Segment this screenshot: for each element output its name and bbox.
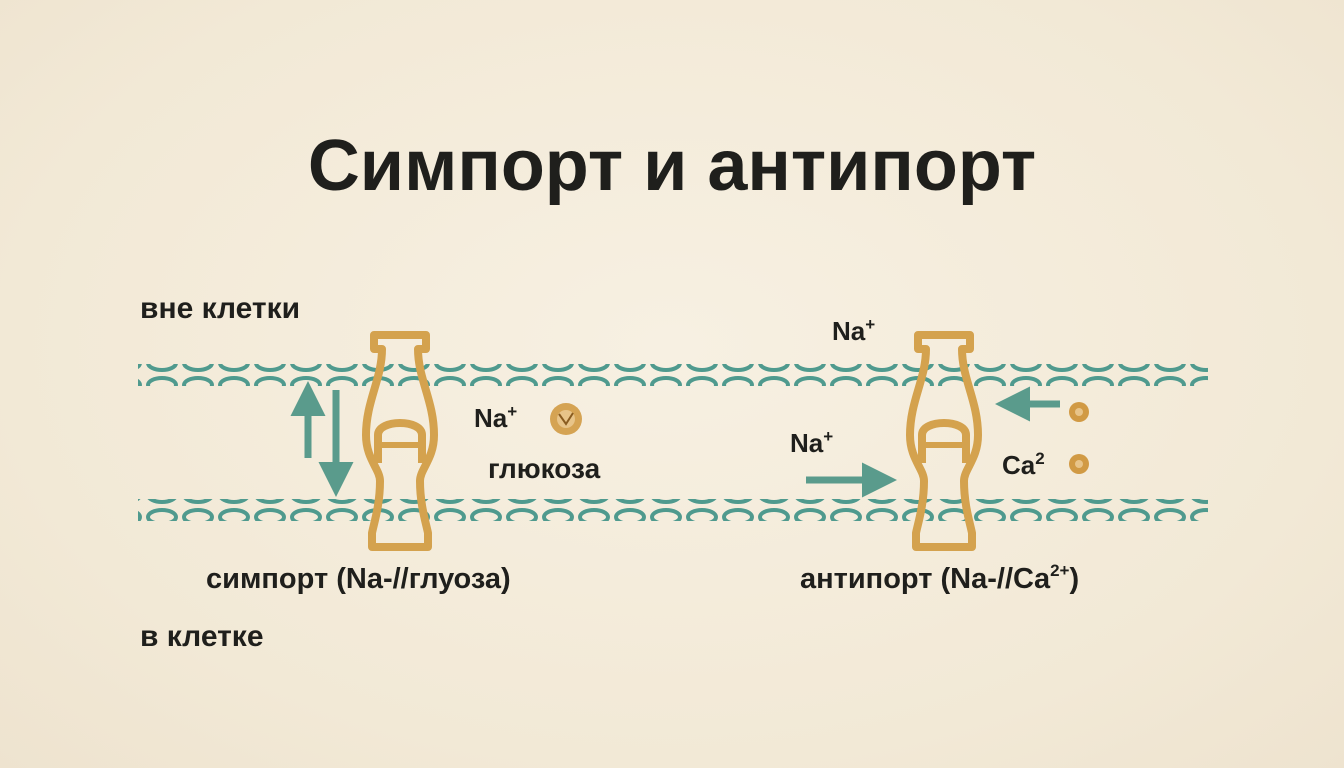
antiport-na-in-label: Na+ <box>790 427 833 458</box>
inside-cell-label: в клетке <box>140 620 264 653</box>
symport-transporter <box>362 331 438 551</box>
page-title: Симпорт и антипорт <box>308 126 1036 206</box>
membrane-top <box>138 364 1208 386</box>
membrane-bottom <box>138 499 1208 521</box>
symport-na-label: Na+ <box>474 402 517 433</box>
ca-molecule-top-icon <box>1069 402 1089 422</box>
outside-cell-label: вне клетки <box>140 292 300 325</box>
symport-caption: симпорт (Na-//глуоза) <box>206 563 511 595</box>
ca-molecule-bottom-icon <box>1069 454 1089 474</box>
symport-molecule-icon <box>550 403 582 435</box>
glucose-label: глюкоза <box>488 453 601 484</box>
antiport-ca-label: Ca2 <box>1002 449 1045 480</box>
antiport-na-top-label: Na+ <box>832 315 875 346</box>
antiport-caption: антипорт (Na-//Ca2+) <box>800 561 1079 595</box>
antiport-transporter <box>906 331 982 551</box>
